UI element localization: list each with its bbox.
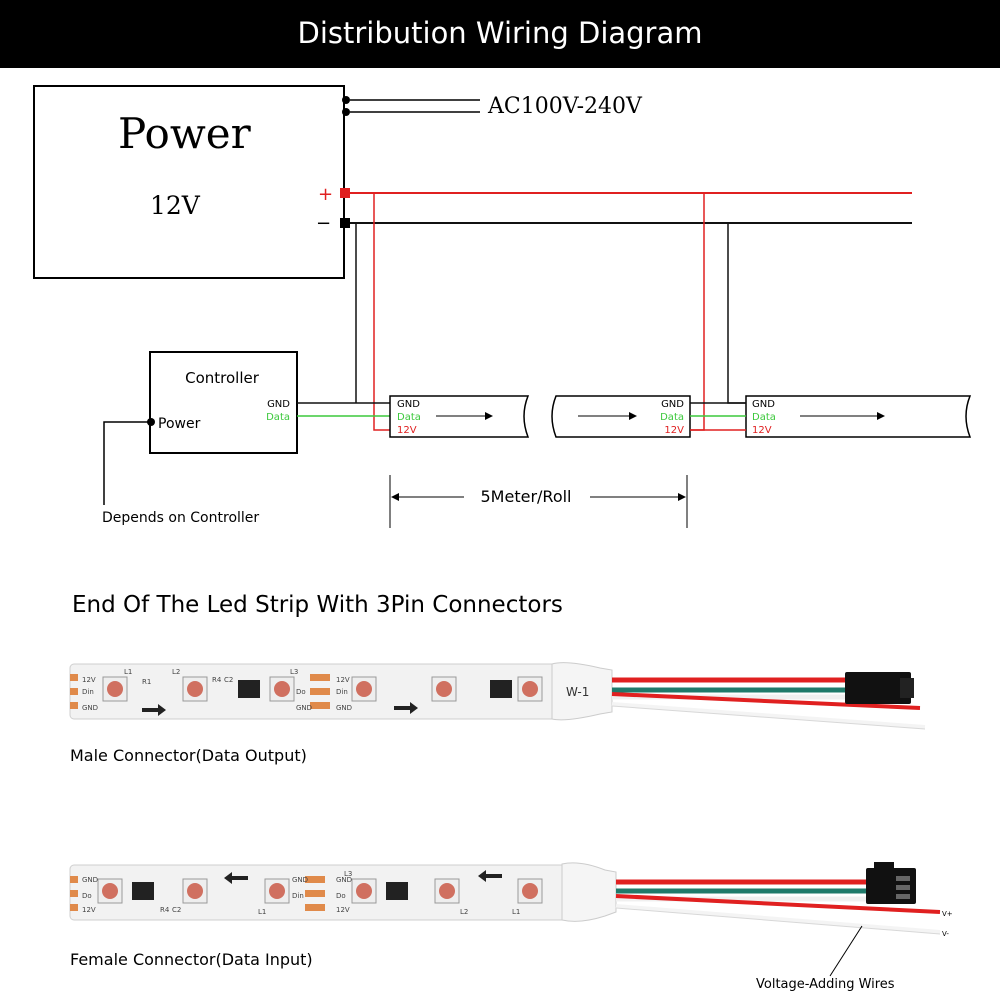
ac-input-terminals (342, 96, 480, 116)
plus-sign: + (318, 184, 333, 205)
svg-text:GND: GND (292, 876, 308, 884)
svg-text:C2: C2 (224, 676, 233, 684)
svg-text:12V: 12V (336, 676, 350, 684)
svg-text:Data: Data (752, 412, 776, 423)
power-supply-box (33, 85, 345, 279)
svg-text:L1: L1 (124, 668, 132, 676)
svg-text:12V: 12V (82, 676, 96, 684)
page-title: Distribution Wiring Diagram (297, 16, 703, 50)
controller-data-label: Data (266, 412, 290, 423)
svg-text:L2: L2 (172, 668, 180, 676)
svg-text:L3: L3 (344, 870, 352, 878)
svg-text:Din: Din (292, 892, 304, 900)
svg-text:12V: 12V (664, 425, 684, 436)
svg-text:Do: Do (296, 688, 306, 696)
controller-box (149, 351, 298, 454)
female-connector-caption: Female Connector(Data Input) (70, 950, 313, 969)
male-connector-caption: Male Connector(Data Output) (70, 746, 307, 765)
svg-text:12V: 12V (82, 906, 96, 914)
svg-text:Din: Din (336, 688, 348, 696)
svg-text:L2: L2 (460, 908, 468, 916)
svg-text:L1: L1 (258, 908, 266, 916)
svg-text:GND: GND (82, 704, 98, 712)
minus-sign: − (316, 213, 331, 234)
svg-text:GND: GND (752, 399, 775, 410)
svg-text:W-1: W-1 (566, 685, 589, 699)
controller-power-wire (103, 421, 151, 505)
svg-text:R4: R4 (212, 676, 222, 684)
svg-text:L3: L3 (290, 668, 298, 676)
v-minus-label: V- (942, 930, 949, 938)
controller-title: Controller (185, 369, 260, 387)
led-strip-3: GND Data 12V (745, 395, 972, 438)
svg-text:Do: Do (336, 892, 346, 900)
length-label: 5Meter/Roll (481, 487, 572, 506)
svg-text:L1: L1 (512, 908, 520, 916)
svg-text:Din: Din (82, 688, 94, 696)
svg-text:Do: Do (82, 892, 92, 900)
v-plus-label: V+ (942, 910, 953, 918)
svg-text:GND: GND (296, 704, 312, 712)
controller-power-label: Power (158, 416, 201, 432)
svg-text:12V: 12V (397, 425, 417, 436)
length-dimension (389, 475, 688, 528)
svg-text:GND: GND (336, 876, 352, 884)
controller-note: Depends on Controller (102, 510, 259, 526)
connectors-heading: End Of The Led Strip With 3Pin Connector… (72, 592, 563, 618)
feed-wires (355, 193, 746, 431)
voltage-wires-label: Voltage-Adding Wires (756, 977, 895, 992)
svg-text:12V: 12V (752, 425, 772, 436)
power-title: Power (118, 109, 252, 158)
power-voltage: 12V (150, 191, 201, 220)
female-connector-photo: GND Do 12V R4 C2 L1 GND Din GND Do 12V L… (69, 862, 941, 977)
svg-text:R1: R1 (142, 678, 151, 686)
minus-terminal (340, 218, 350, 228)
led-strip-1: GND Data 12V (389, 395, 530, 438)
ac-input-label: AC100V-240V (487, 94, 643, 119)
svg-text:12V: 12V (336, 906, 350, 914)
svg-text:GND: GND (397, 399, 420, 410)
controller-gnd-label: GND (267, 399, 290, 410)
svg-text:GND: GND (82, 876, 98, 884)
svg-text:GND: GND (661, 399, 684, 410)
male-connector-photo: 12V Din GND L1 L2 L3 R1 R4 C2 Do GND 12V… (69, 662, 926, 730)
led-strip-2: GND Data 12V (551, 395, 691, 438)
svg-text:R4: R4 (160, 906, 170, 914)
svg-text:C2: C2 (172, 906, 181, 914)
svg-text:Data: Data (660, 412, 684, 423)
plus-terminal (340, 188, 350, 198)
strip-link-wires (690, 402, 746, 431)
svg-text:GND: GND (336, 704, 352, 712)
svg-text:Data: Data (397, 412, 421, 423)
header-bar: Distribution Wiring Diagram (0, 0, 1000, 68)
